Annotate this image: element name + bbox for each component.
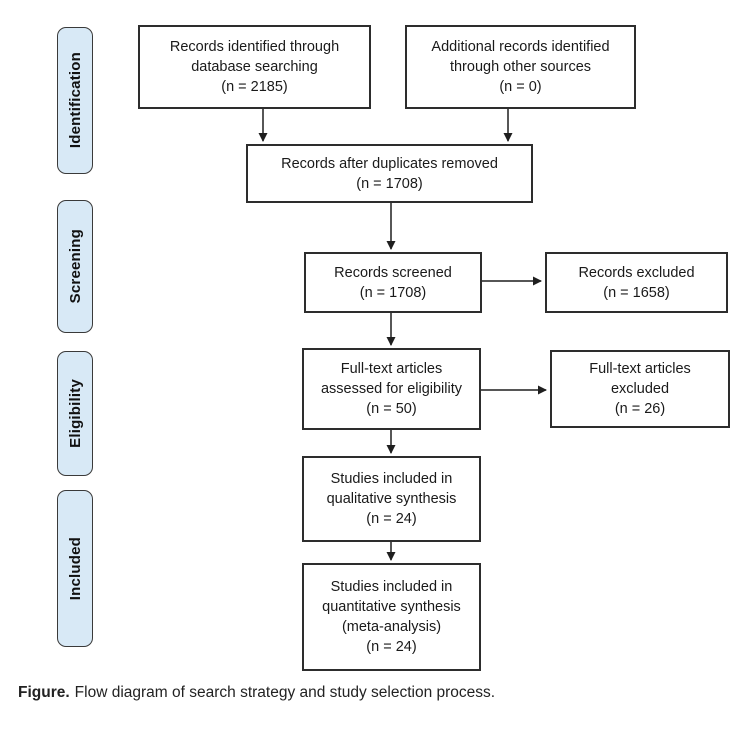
- stage-included-label: Included: [66, 536, 84, 601]
- node-after-duplicates: Records after duplicates removed (n = 17…: [246, 144, 533, 203]
- node-records-screened: Records screened (n = 1708): [304, 252, 482, 313]
- figure-caption: Figure.Flow diagram of search strategy a…: [18, 684, 734, 702]
- stage-identification-label: Identification: [66, 52, 84, 149]
- stage-screening-label: Screening: [66, 229, 84, 304]
- stage-eligibility: Eligibility: [57, 351, 93, 476]
- node-additional-records: Additional records identified through ot…: [405, 25, 636, 109]
- node-fulltext-excluded: Full-text articles excluded (n = 26): [550, 350, 730, 428]
- stage-screening: Screening: [57, 200, 93, 333]
- node-quantitative-synthesis: Studies included in quantitative synthes…: [302, 563, 481, 671]
- stage-included: Included: [57, 490, 93, 647]
- node-qualitative-synthesis: Studies included in qualitative synthesi…: [302, 456, 481, 542]
- node-records-excluded: Records excluded (n = 1658): [545, 252, 728, 313]
- figure-caption-label: Figure.: [18, 684, 70, 701]
- stage-identification: Identification: [57, 27, 93, 174]
- stage-eligibility-label: Eligibility: [66, 379, 84, 448]
- node-fulltext-assessed: Full-text articles assessed for eligibil…: [302, 348, 481, 430]
- figure-caption-text: Flow diagram of search strategy and stud…: [74, 684, 496, 701]
- node-records-identified: Records identified through database sear…: [138, 25, 371, 109]
